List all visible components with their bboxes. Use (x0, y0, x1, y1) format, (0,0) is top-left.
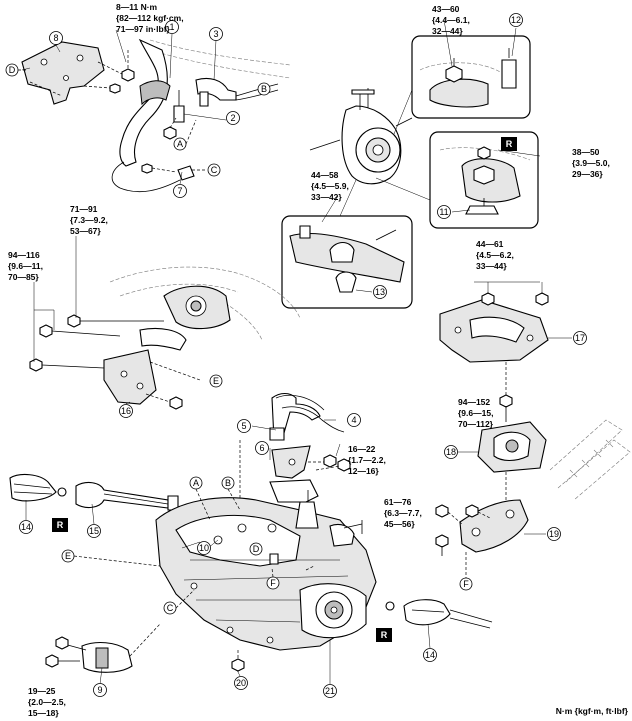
callout-9: 9 (97, 685, 102, 695)
callout-12: 12 (511, 15, 521, 25)
callout-3: 3 (213, 29, 218, 39)
replace-mark-left-shaft: R (57, 520, 64, 530)
callout-20: 20 (236, 678, 246, 688)
callout-19: 19 (549, 529, 559, 539)
callout-18: 18 (446, 447, 456, 457)
replace-mark-ball-joint: R (506, 139, 513, 149)
callout-4: 4 (351, 415, 356, 425)
callout-10: 10 (199, 543, 209, 553)
letter-c-top: C (211, 165, 218, 175)
callout-14-left: 14 (21, 522, 31, 532)
transaxle-bottom (9, 473, 493, 685)
torque-spec-19-25: 19—25 {2.0—2.5, 15—18} (28, 686, 68, 718)
letter-b-top: B (261, 84, 267, 94)
callout-8: 8 (53, 33, 58, 43)
letter-a-bottom: A (193, 478, 199, 488)
letter-e-right: E (213, 376, 219, 386)
callout-13: 13 (375, 287, 385, 297)
callout-2: 2 (230, 113, 235, 123)
callout-6: 6 (259, 443, 264, 453)
letter-b-bottom: B (225, 478, 231, 488)
hose-bracket-center (239, 392, 351, 510)
letter-d-center: D (253, 544, 260, 554)
torque-spec-94-116: 94—116 {9.6—11, 70—85} (8, 250, 45, 282)
engine-mount-middle-left (29, 236, 301, 410)
torque-spec-43-60: 43—60 {4.4—6.1, 32—44} (432, 4, 472, 36)
knuckle-assembly-top-right (281, 19, 541, 309)
callout-7: 7 (177, 186, 182, 196)
callout-15: 15 (89, 526, 99, 536)
letter-c-bottom: C (167, 603, 174, 613)
units-note: N·m {kgf·m, ft·lbf} (556, 706, 629, 716)
torque-specs: 8—11 N·m {82—112 kgf·cm, 71—97 in·lbf} 4… (8, 2, 612, 718)
torque-spec-44-61: 44—61 {4.5—6.2, 33—44} (476, 239, 516, 271)
callout-16: 16 (121, 406, 131, 416)
callout-5: 5 (241, 421, 246, 431)
transaxle-mount-right (435, 281, 631, 578)
callout-11: 11 (439, 207, 448, 217)
letter-f-center: F (270, 578, 276, 588)
callout-21: 21 (325, 686, 335, 696)
callout-17: 17 (575, 333, 585, 343)
replace-mark-right-shaft: R (381, 630, 388, 640)
torque-spec-61-76: 61—76 {6.3—7.7, 45—56} (384, 497, 424, 529)
torque-spec-71-91: 71—91 {7.3—9.2, 53—67} (70, 204, 110, 236)
letter-marks: A A B B C C D D E E F F (5, 63, 473, 615)
callout-numbers: 1 2 3 4 5 6 7 8 9 10 11 12 13 14 14 15 1… (19, 13, 587, 698)
bracket-assembly-top-left (21, 29, 291, 193)
torque-spec-16-22: 16—22 {1.7—2.2, 12—16} (348, 444, 388, 476)
torque-spec-44-58: 44—58 {4.5—5.9, 33—42} (311, 170, 351, 202)
torque-spec-94-152: 94—152 {9.6—15, 70—112} (458, 397, 496, 429)
letter-f-right: F (463, 579, 469, 589)
letter-e-left: E (65, 551, 71, 561)
letter-a-top: A (177, 139, 183, 149)
callout-14-right: 14 (425, 650, 435, 660)
callout-1: 1 (169, 22, 174, 32)
torque-spec-38-50: 38—50 {3.9—5.0, 29—36} (572, 147, 612, 179)
letter-d-left: D (9, 65, 16, 75)
torque-spec-8-11: 8—11 N·m {82—112 kgf·cm, 71—97 in·lbf} (116, 2, 186, 34)
replace-marks: R R R (52, 137, 517, 642)
